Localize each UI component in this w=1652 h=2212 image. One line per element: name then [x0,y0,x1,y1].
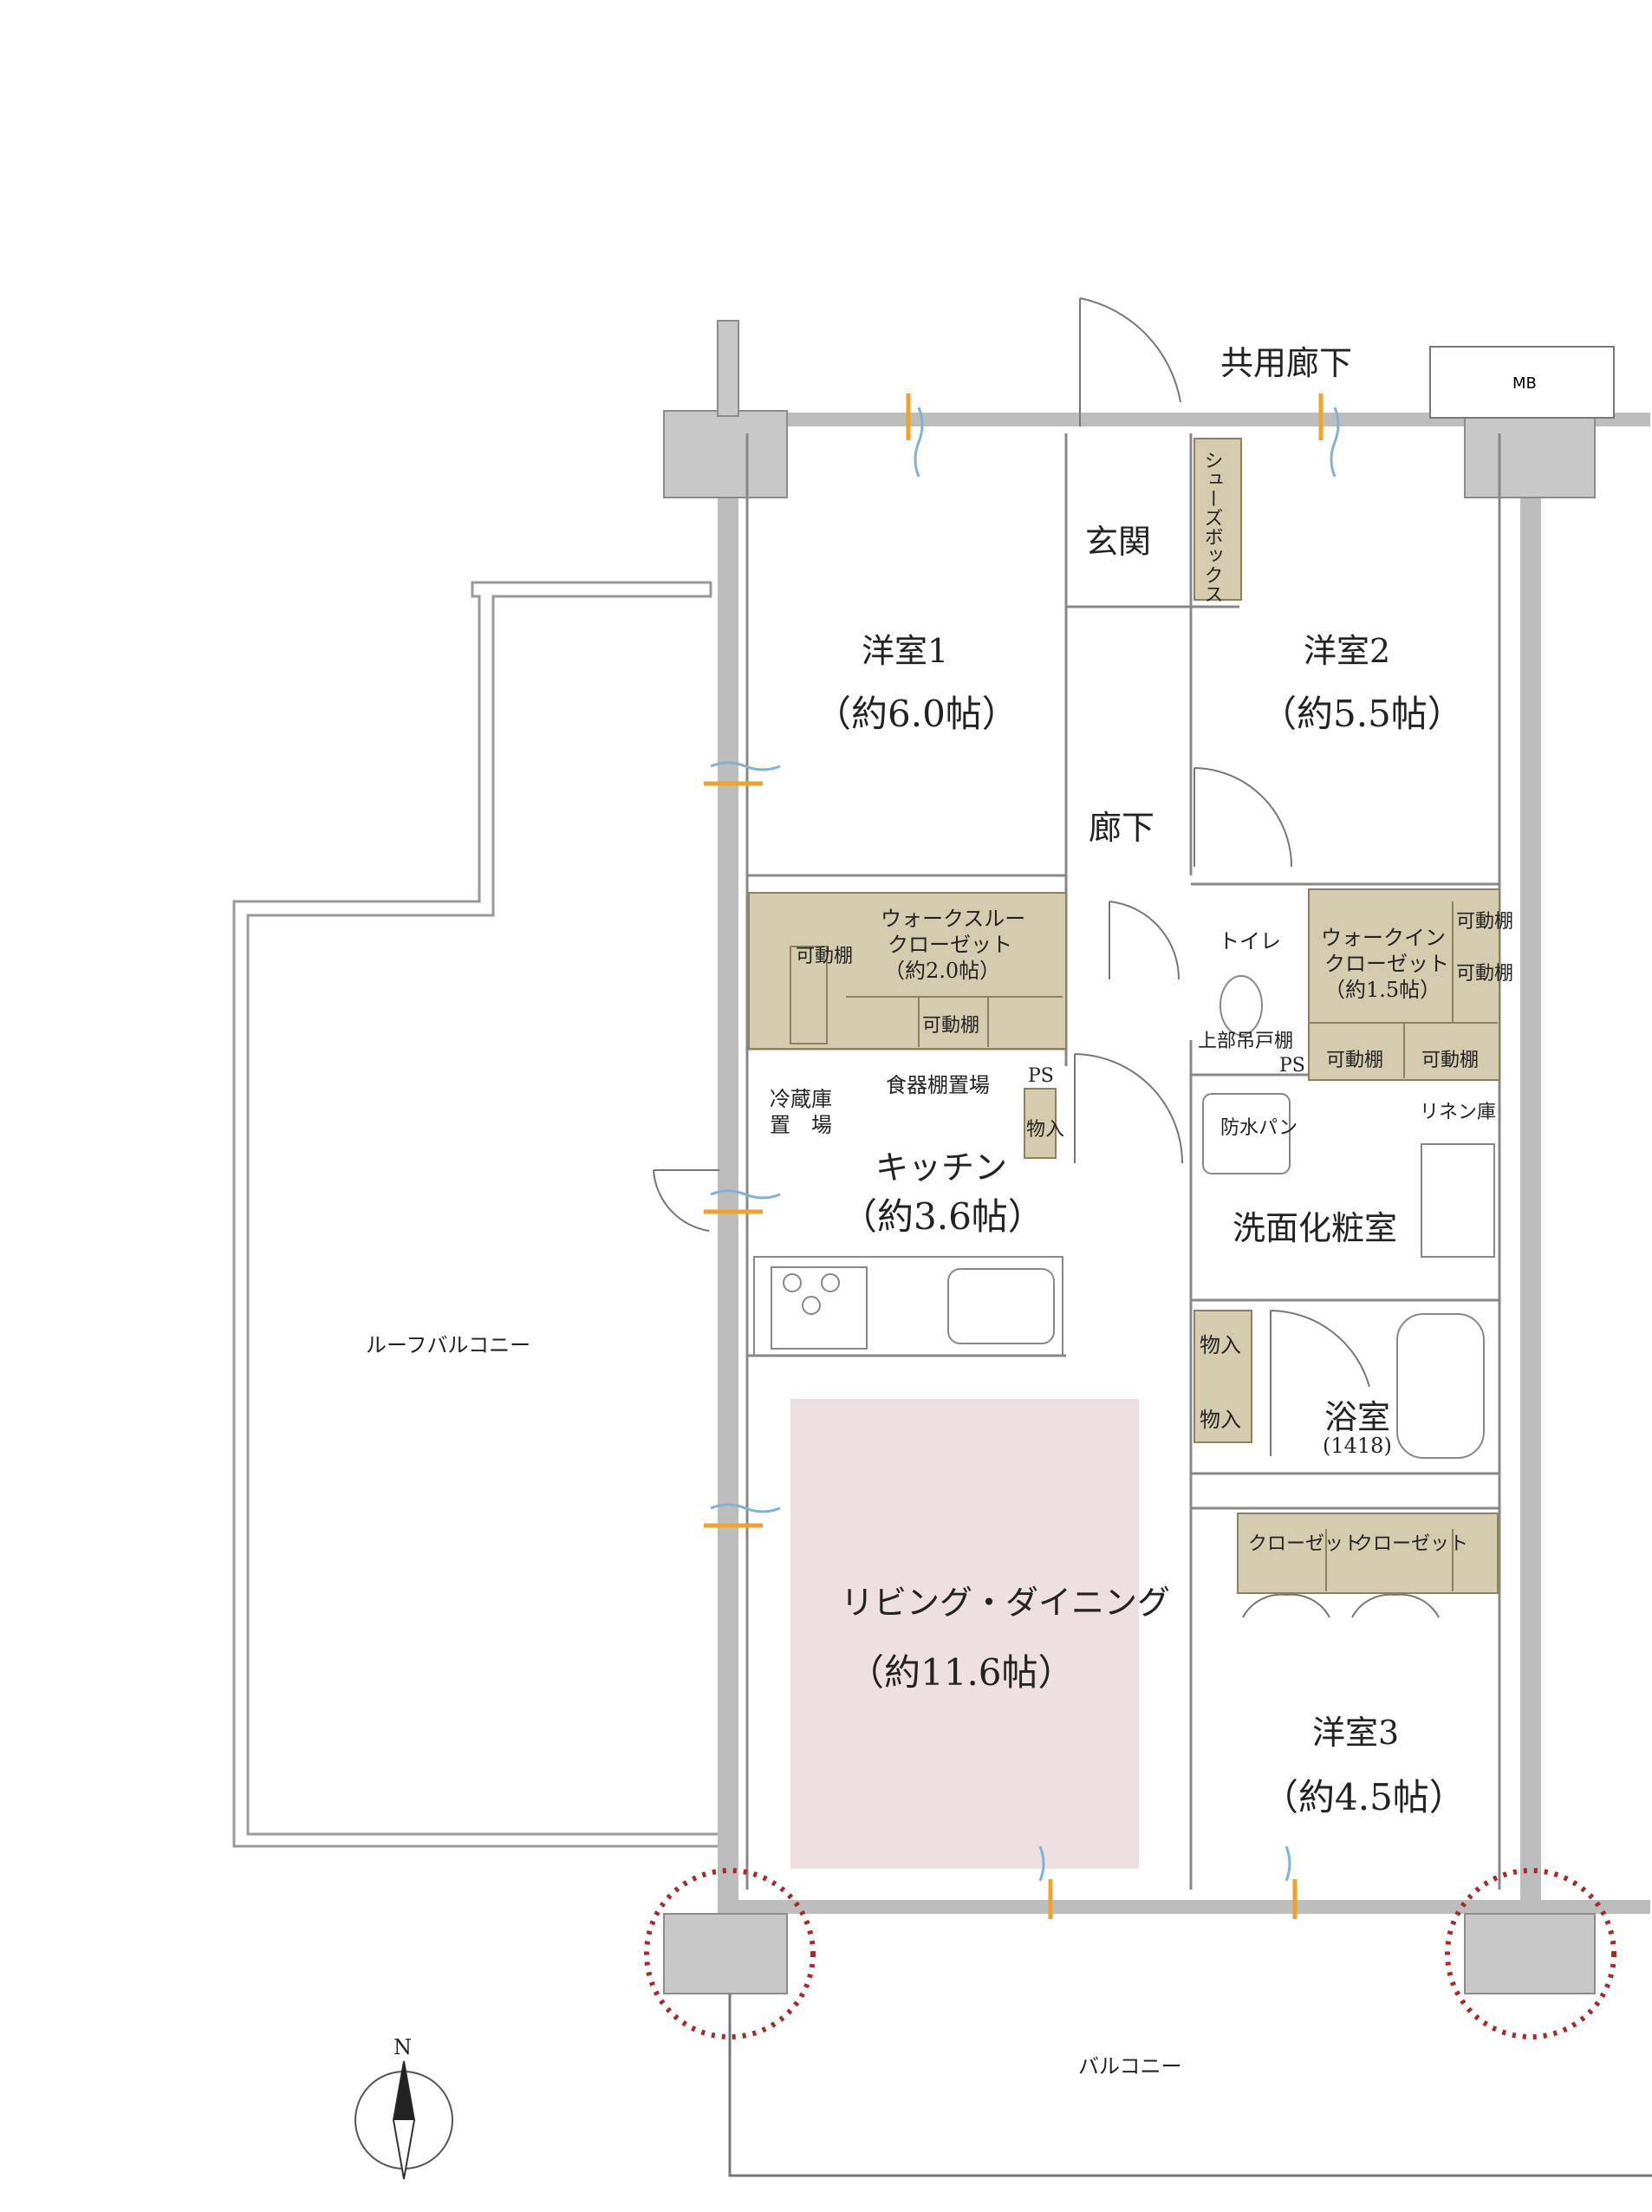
ps-toilet: PS [1279,1055,1305,1077]
roof-balcony-outline [232,581,721,1848]
wtc-title-1: ウォークスルー [881,907,1025,931]
balcony-label: バルコニー [1078,2054,1182,2079]
kitchen-size: （約3.6帖） [841,1195,1044,1238]
mb-label: MB [1512,374,1537,393]
room3-size: （約4.5帖） [1262,1776,1466,1818]
hallway-label: 廊下 [1089,809,1154,847]
ventilation-markers [704,394,1324,1919]
entrance-label: 玄関 [1085,523,1151,561]
washroom-label: 洗面化粧室 [1232,1209,1397,1247]
wic-title-2: クローゼット [1324,952,1449,976]
shared-corridor-label: 共用廊下 [1220,344,1352,382]
wic-shelf-a: 可動棚 [1456,911,1513,933]
wtc-shelf-side: 可動棚 [796,946,853,967]
balcony-railing [728,1994,1652,2177]
structural-columns [663,320,1596,1994]
closet-a-label: クローゼット [1248,1533,1363,1555]
wtc-size: （約2.0帖） [884,959,1000,983]
column-highlight-circles [644,1868,1616,2040]
toilet-upper-shelf: 上部吊戸棚 [1198,1031,1293,1052]
kitchen-counter [753,1256,1063,1356]
fridge-label-2: 置 場 [770,1113,832,1137]
airflow-markers [710,407,1340,1882]
storage-b-label: 物入 [1200,1408,1241,1432]
mb-box [1429,346,1615,419]
roof-balcony-label: ルーフバルコニー [366,1333,530,1357]
toilet-label: トイレ [1219,929,1281,953]
exterior-walls [718,321,1650,1916]
interior-walls [745,433,1501,1890]
wic-size: （約1.5帖） [1324,978,1441,1002]
wtc-title-2: クローゼット [888,933,1012,957]
north-compass [354,2060,453,2180]
room1-size: （約6.0帖） [815,693,1018,735]
kitchen-label: キッチン [875,1148,1007,1187]
dish-shelf-label: 食器棚置場 [886,1073,990,1097]
wic-shelf-c: 可動棚 [1326,1050,1383,1071]
wtc-shelf-bottom: 可動棚 [922,1015,979,1037]
bathroom-label: 浴室 [1324,1398,1390,1436]
waterproof-pan-label: 防水パン [1220,1117,1298,1139]
bath-fixtures [1202,975,1495,1459]
fridge-label-1: 冷蔵庫 [770,1087,832,1111]
wic-shelf-b: 可動棚 [1456,963,1513,985]
room1-label: 洋室1 [862,632,948,670]
storage-internal-lines [790,901,1498,1591]
living-highlight [790,1399,1139,1869]
living-label: リビング・ダイニング [841,1584,1170,1622]
wic-shelf-d: 可動棚 [1421,1050,1479,1071]
ps-kitchen: PS [1028,1065,1054,1087]
room2-size: （約5.5帖） [1260,693,1464,735]
linen-label: リネン庫 [1420,1102,1496,1123]
closet-b-label: クローゼット [1354,1533,1468,1555]
north-label: N [393,2035,412,2059]
bathroom-spec: (1418) [1323,1434,1392,1458]
wic-title-1: ウォークイン [1321,926,1446,950]
storage-a-label: 物入 [1200,1333,1241,1357]
room-labels: 共用廊下 玄関 洋室1 （約6.0帖） 洋室2 （約5.5帖） 廊下 ウォークス… [366,344,1513,2079]
storage-kitchen: 物入 [1026,1119,1064,1141]
shoe-box-label: シューズボックス [1201,451,1223,603]
room3-label: 洋室3 [1312,1714,1399,1752]
room2-label: 洋室2 [1304,632,1390,670]
living-size: （約11.6帖） [848,1651,1075,1694]
door-swings [653,297,1440,1618]
